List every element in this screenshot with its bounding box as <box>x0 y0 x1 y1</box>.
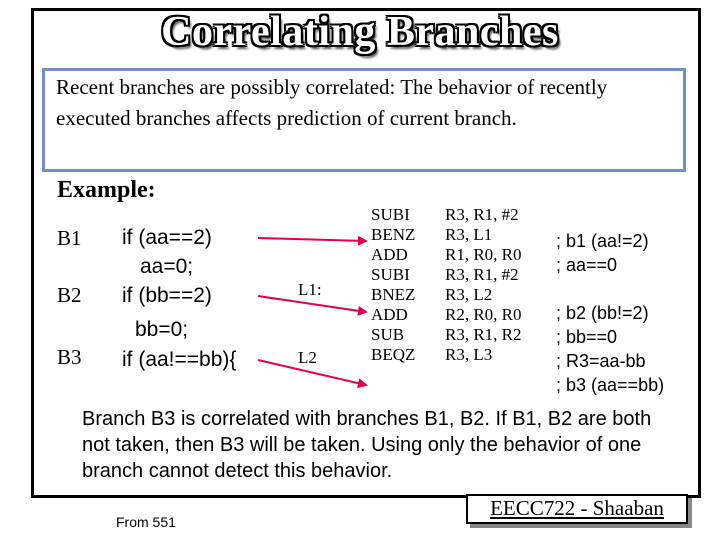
branch-label-b3: B3 <box>57 345 82 369</box>
asm-label-l1: L1: <box>298 280 322 299</box>
explanation-text: Branch B3 is correlated with branches B1… <box>82 408 652 482</box>
asm-args-row: R1, R0, R0 <box>445 245 522 264</box>
asm-args-row: R3, L1 <box>445 225 493 244</box>
asm-op: ADD <box>371 305 408 324</box>
asm-comment: ; b1 (aa!=2) <box>556 231 649 251</box>
code-line-5: if (aa!==bb){ <box>122 348 237 371</box>
asm-op: ADD <box>371 245 408 264</box>
branch-label-b1: B1 <box>57 226 82 250</box>
arrow-b1 <box>257 235 368 246</box>
asm-args-row: R2, R0, R0 <box>445 305 522 324</box>
asm-comment: ; R3=aa-bb <box>556 351 646 371</box>
asm-args: R3, R1, #2 R3, L1 R1, R0, R0 R3, R1, #2 … <box>445 205 522 365</box>
from-note: From 551 <box>116 514 176 530</box>
branch-label-b2: B2 <box>57 283 82 307</box>
course-badge: EECC722 - Shaaban <box>466 494 688 524</box>
asm-label-l2: L2 <box>298 348 317 367</box>
asm-args-row: R3, R1, R2 <box>445 325 522 344</box>
course-label: EECC722 - Shaaban <box>490 496 664 520</box>
asm-op: SUBI <box>371 265 410 284</box>
asm-comment: ; b3 (aa==bb) <box>556 375 665 395</box>
asm-ops: SUBI BENZ ADD SUBI BNEZ ADD SUB BEQZ <box>371 205 415 365</box>
asm-op: SUB <box>371 325 405 344</box>
code-line-2: aa=0; <box>140 255 194 278</box>
code-line-3: if (bb==2) <box>122 284 212 307</box>
asm-args-row: R3, L3 <box>445 345 493 364</box>
asm-args-row: R3, R1, #2 <box>445 265 519 284</box>
asm-args-row: R3, L2 <box>445 285 493 304</box>
asm-comment: ; aa==0 <box>556 255 618 275</box>
code-line-4: bb=0; <box>135 318 189 341</box>
code-line-1: if (aa==2) <box>122 226 212 249</box>
intro-text: Recent branches are possibly correlated:… <box>56 75 608 130</box>
asm-comment: ; b2 (bb!=2) <box>556 303 649 323</box>
arrow-b2 <box>257 295 368 316</box>
slide-frame <box>31 8 701 498</box>
asm-args-row: R3, R1, #2 <box>445 205 519 224</box>
asm-op: BENZ <box>371 225 416 244</box>
arrow-b3 <box>257 359 368 389</box>
example-label: Example: <box>57 177 156 203</box>
asm-op: BNEZ <box>371 285 416 304</box>
slide-title: Correlating Branches <box>161 9 559 55</box>
asm-op: BEQZ <box>371 345 416 364</box>
asm-op: SUBI <box>371 205 410 224</box>
intro-box <box>42 68 686 172</box>
asm-comment: ; bb==0 <box>556 327 618 347</box>
